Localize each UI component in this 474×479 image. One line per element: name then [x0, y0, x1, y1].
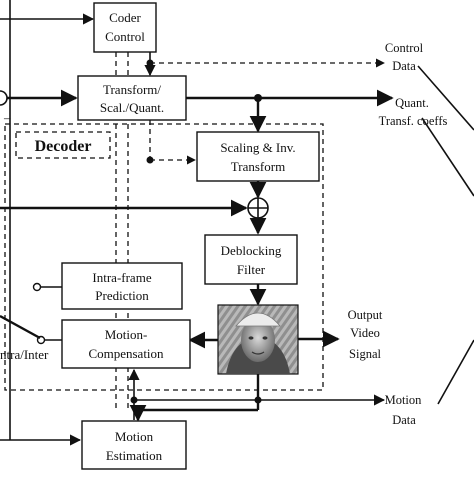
- control-data-line1: Control: [385, 41, 424, 55]
- output-video-line2: Video: [350, 326, 380, 340]
- motion-estimation-block: Motion Estimation: [81, 420, 187, 470]
- intra-inter-switch-blade: [0, 314, 41, 340]
- multiplex-line: [437, 339, 474, 405]
- scaling-inverse-transform-block: Scaling & Inv. Transform: [196, 131, 320, 182]
- intra-frame-prediction-block: Intra-frame Prediction: [61, 262, 183, 310]
- motion-data-label: Motion Data: [385, 393, 423, 427]
- control-data-label: Control Data: [385, 41, 424, 73]
- motion-est-line2: Estimation: [106, 448, 163, 463]
- coder-control-block: Coder Control: [93, 2, 157, 53]
- quant-coeffs-label: Quant. Transf. coeffs: [379, 96, 448, 128]
- decoder-region: [4, 123, 324, 391]
- motion-data-line2: Data: [392, 413, 416, 427]
- deblocking-line2: Filter: [237, 262, 266, 277]
- output-video-line1: Output: [348, 308, 383, 322]
- minus-sign-label: –: [3, 110, 11, 125]
- switch-terminal: [32, 282, 42, 292]
- junction-dot: [146, 59, 154, 67]
- decoder-label: Decoder: [35, 138, 92, 155]
- quant-coeffs-line1: Quant.: [395, 96, 429, 110]
- intra-line1: Intra-frame: [92, 270, 151, 285]
- scaling-line1: Scaling & Inv.: [220, 140, 295, 155]
- coder-control-line1: Coder: [109, 10, 141, 25]
- coder-control-line2: Control: [105, 29, 145, 44]
- motion-data-line1: Motion: [385, 393, 423, 407]
- intra-line2: Prediction: [95, 288, 149, 303]
- multiplex-line: [417, 65, 474, 131]
- transform-quant-block: Transform/ Scal./Quant.: [77, 75, 187, 121]
- control-data-line2: Data: [392, 59, 416, 73]
- quant-coeffs-line2: Transf. coeffs: [379, 114, 448, 128]
- output-video-label: Output Video Signal: [348, 308, 383, 361]
- scaling-line2: Transform: [231, 159, 285, 174]
- transform-line2: Scal./Quant.: [100, 100, 164, 115]
- motion-compensation-block: Motion- Compensation: [61, 319, 191, 369]
- junction-dot: [146, 156, 154, 164]
- decoded-frame-thumbnail: [217, 304, 299, 375]
- deblocking-line1: Deblocking: [221, 243, 282, 258]
- decoder-label-box: Decoder: [15, 131, 111, 159]
- motion-comp-line1: Motion-: [105, 327, 148, 342]
- output-video-line3: Signal: [349, 347, 381, 361]
- transform-line1: Transform/: [103, 82, 161, 97]
- motion-est-line1: Motion: [115, 429, 154, 444]
- intra-inter-label: ntra/Inter: [0, 347, 49, 362]
- motion-comp-line2: Compensation: [88, 346, 164, 361]
- multiplex-line: [421, 117, 474, 197]
- deblocking-filter-block: Deblocking Filter: [204, 234, 298, 285]
- input-summing-junction: [0, 90, 8, 106]
